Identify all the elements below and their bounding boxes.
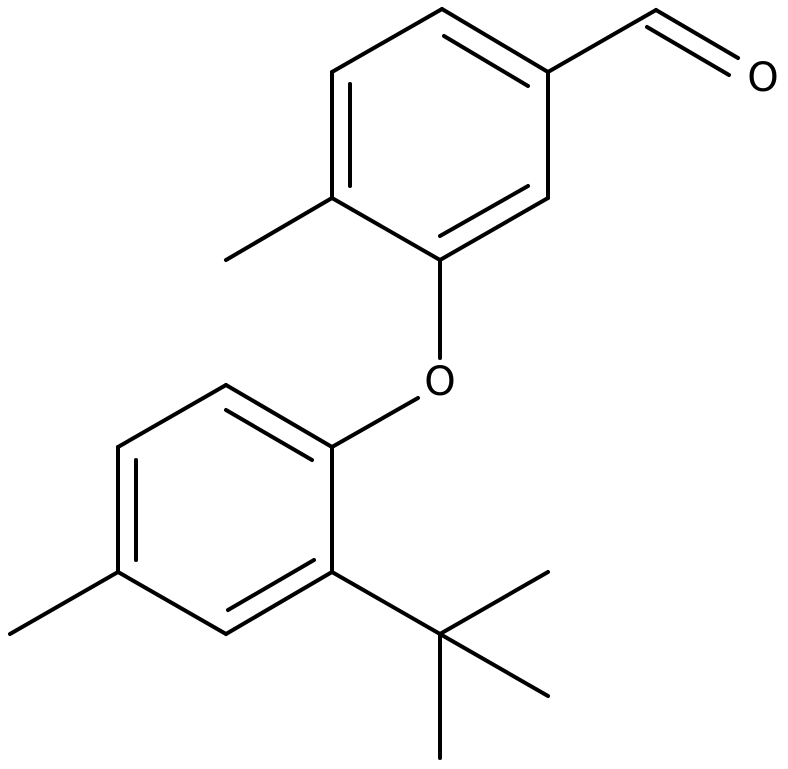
bond-aldehyde-co-1 — [654, 8, 740, 60]
bond-lower-ring-5 — [224, 570, 334, 636]
bond-tbutyl-attach — [330, 570, 442, 636]
upper-ring — [330, 7, 550, 262]
bond-upper-ring-1-inner — [442, 34, 530, 88]
bond-upper-ring-3 — [438, 196, 550, 262]
bond-lower-ring-2 — [116, 383, 228, 449]
bond-ether-lower — [330, 396, 420, 449]
bond-aldehyde-c — [546, 8, 658, 74]
aldehyde-oxygen-label: O — [747, 55, 778, 101]
bond-lower-ring-1-inner — [224, 408, 314, 462]
bond-lower-methyl — [8, 570, 120, 636]
bond-lower-ring-5-inner — [226, 558, 316, 612]
bond-tbutyl-methyl-right — [438, 632, 550, 698]
lower-ring — [116, 383, 334, 636]
aldehyde-group: O — [546, 8, 779, 101]
ether-oxygen-label: O — [424, 359, 455, 405]
ether-linkage: O — [330, 258, 456, 449]
bond-lower-ring-1 — [224, 383, 334, 449]
bond-upper-ring-3-inner — [438, 184, 530, 238]
tert-butyl-group — [330, 570, 550, 760]
bond-upper-ring-1 — [440, 7, 550, 74]
bond-upper-methyl — [224, 196, 334, 262]
bond-lower-ring-4 — [116, 570, 228, 636]
bond-upper-ring-4 — [330, 196, 442, 262]
bond-upper-ring-6 — [330, 7, 444, 74]
bond-tbutyl-methyl-up — [438, 570, 550, 636]
bond-aldehyde-co-2 — [645, 25, 731, 77]
